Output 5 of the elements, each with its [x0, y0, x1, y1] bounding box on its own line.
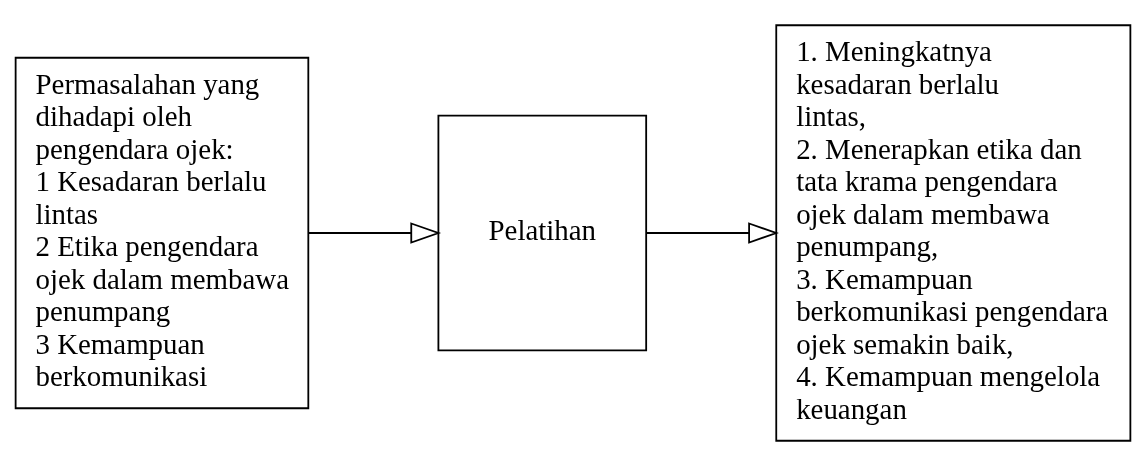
- node-box: 1. Meningkatnya kesadaran berlalu lintas, 2. Menerapkan etika dan tata krama pengendara ojek dalam membawa penumpang, 3. Kemampuan berkomunikasi pengendara ojek semakin baik, 4. Kemampuan mengelola keuangan: [775, 24, 1132, 442]
- arrow: [645, 222, 779, 244]
- node-box: Permasalahan yang dihadapi oleh pengendara ojek: 1 Kesadaran berlalu lintas 2 Etika pengendara ojek dalam membawa penumpang 3 Kemampuan berkomunikasi: [14, 56, 310, 410]
- arrow: [307, 222, 442, 244]
- node-box: Pelatihan: [437, 114, 648, 352]
